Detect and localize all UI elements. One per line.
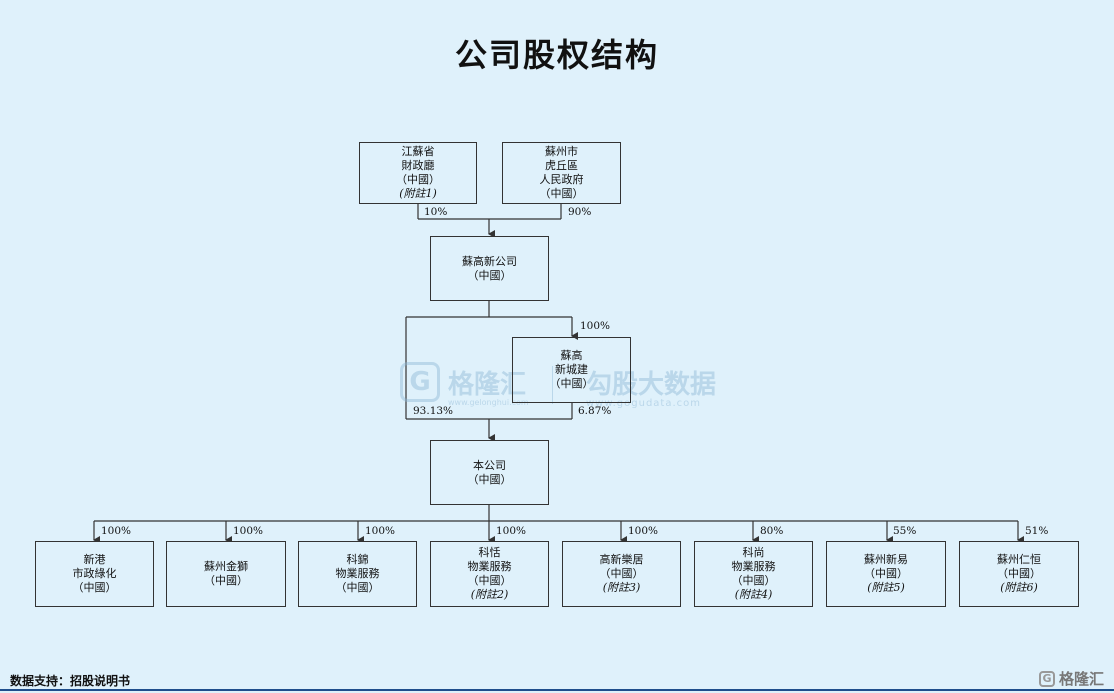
owner-box-suzhou: 蘇州市 虎丘區 人民政府 （中國） [502, 142, 621, 204]
box-line: 江蘇省 [401, 145, 435, 158]
box-line: （中國） [204, 574, 248, 587]
corner-logo: G 格隆汇 [1038, 668, 1104, 689]
pct-sub: 100% [233, 525, 264, 537]
box-line: （中國） [467, 472, 512, 486]
pct-chengjian-to-company: 6.87% [578, 405, 612, 417]
box-line: 物業服務 [335, 567, 380, 580]
chart-title: 公司股权结构 [454, 36, 659, 74]
box-line: （中國） [467, 574, 512, 587]
box-line: （中國） [467, 268, 512, 282]
sub-box-xinyi: 蘇州新易 （中國） (附註5) [826, 541, 946, 607]
box-note: (附註4) [734, 588, 773, 601]
box-line: 市政綠化 [72, 567, 117, 580]
pct-sub: 55% [893, 525, 917, 537]
pct-sub: 100% [496, 525, 527, 537]
box-line: 蘇州仁恒 [997, 553, 1041, 566]
pct-jiangsu: 10% [424, 206, 448, 218]
pct-sugaoxin-direct: 93.13% [413, 405, 454, 417]
box-line: 蘇高新公司 [462, 254, 517, 268]
box-note: (附註5) [867, 581, 905, 594]
box-note: (附註1) [399, 187, 437, 200]
sub-box-leju: 高新樂居 （中國） (附註3) [562, 541, 681, 607]
box-line: 財政廳 [401, 159, 435, 172]
box-line: （中國） [335, 581, 380, 594]
box-line: （中國） [396, 173, 440, 186]
box-line: 虎丘區 [545, 159, 578, 172]
box-line: （中國） [549, 377, 594, 390]
pct-sub: 100% [628, 525, 659, 537]
box-line: 蘇州新易 [864, 553, 908, 566]
sugaoxin-box: 蘇高新公司 （中國） [430, 236, 549, 301]
box-line: 物業服務 [467, 560, 512, 573]
box-line: 蘇州金獅 [204, 560, 248, 573]
sub-box-renheng: 蘇州仁恒 （中國） (附註6) [959, 541, 1079, 607]
box-line: 科恬 [478, 546, 501, 559]
box-line: （中國） [864, 567, 908, 580]
box-line: 本公司 [473, 458, 506, 472]
pct-suzhou: 90% [568, 206, 592, 218]
sub-box-jinshi: 蘇州金獅 （中國） [166, 541, 286, 607]
brand-logo-icon: G [1038, 670, 1055, 687]
bottom-rule [0, 689, 1114, 691]
corner-logo-text: 格隆汇 [1058, 670, 1104, 688]
box-line: （中國） [72, 581, 117, 594]
pct-sub: 80% [760, 525, 784, 537]
pct-sub: 100% [101, 525, 132, 537]
company-box: 本公司 （中國） [430, 440, 549, 505]
box-note: (附註3) [602, 581, 641, 594]
box-line: 科尚 [742, 546, 765, 559]
box-line: 新港 [83, 553, 106, 566]
sub-box-xingang: 新港 市政綠化 （中國） [35, 541, 154, 607]
box-note: (附註6) [1000, 581, 1038, 594]
box-note: (附註2) [470, 588, 509, 601]
box-line: （中國） [539, 187, 584, 200]
box-line: 蘇州市 [545, 145, 578, 158]
pct-sub: 51% [1025, 525, 1049, 537]
pct-chengjian: 100% [580, 320, 611, 332]
data-source: 数据支持：招股说明书 [10, 674, 131, 688]
sub-box-ketian: 科恬 物業服務 （中國） (附註2) [430, 541, 549, 607]
box-line: （中國） [599, 567, 644, 580]
box-line: 人民政府 [539, 173, 584, 186]
box-line: （中國） [731, 574, 776, 587]
box-line: 蘇高 [560, 349, 583, 362]
box-line: 新城建 [555, 363, 588, 376]
box-line: 科錦 [346, 553, 369, 566]
owner-box-jiangsu: 江蘇省 財政廳 （中國） (附註1) [359, 142, 477, 204]
chengjian-box: 蘇高 新城建 （中國） [512, 337, 631, 403]
sub-box-keshang: 科尚 物業服務 （中國） (附註4) [694, 541, 813, 607]
sub-box-kejin: 科錦 物業服務 （中國） [298, 541, 417, 607]
box-line: 高新樂居 [599, 553, 644, 566]
pct-sub: 100% [365, 525, 396, 537]
box-line: 物業服務 [731, 560, 776, 573]
box-line: （中國） [997, 567, 1041, 580]
